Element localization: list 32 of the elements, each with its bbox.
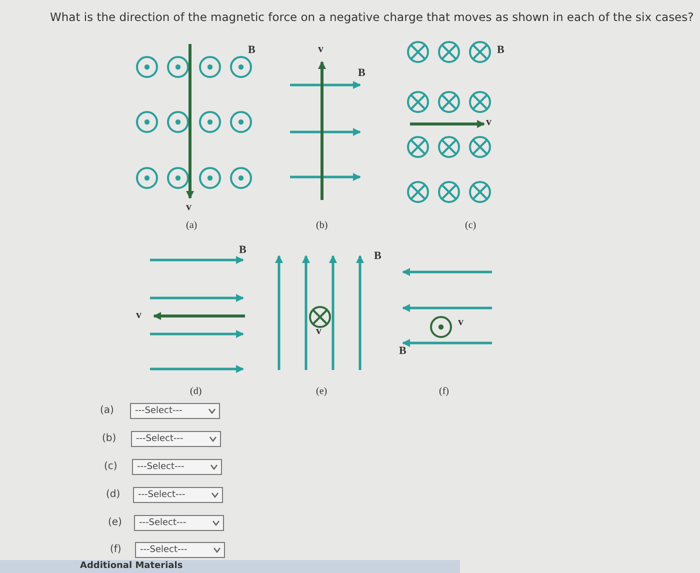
vector-label: v⃗ (136, 309, 150, 321)
case-label: (d) (190, 386, 202, 397)
vector-label: B⃗ (374, 250, 390, 262)
case-label: (a) (186, 220, 198, 231)
option-label: (a) (100, 405, 114, 416)
vector-label: B⃗ (399, 345, 415, 357)
select-dropdown: ---Select--- (132, 459, 222, 475)
vector-label: v⃗ (316, 325, 330, 337)
case-label: (e) (316, 386, 328, 397)
select-dropdown: ---Select--- (131, 431, 221, 447)
option-label: (b) (102, 433, 116, 444)
vector-label: v⃗ (458, 316, 472, 328)
select-dropdown: ---Select--- (130, 403, 220, 419)
option-label: (f) (110, 544, 122, 555)
vector-label: B⃗ (358, 67, 374, 79)
select-dropdown: ---Select--- (135, 542, 225, 558)
case-label: (f) (439, 386, 449, 397)
vector-label: B⃗ (239, 244, 255, 256)
vector-label: v⃗ (186, 201, 200, 213)
vector-label: v⃗ (486, 116, 500, 128)
case-label: (b) (316, 220, 328, 231)
vector-label: B⃗ (248, 44, 264, 56)
option-label: (e) (108, 517, 122, 528)
section-heading: Additional Materials (80, 561, 183, 571)
select-dropdown: ---Select--- (134, 515, 224, 531)
vector-label: v⃗ (318, 43, 332, 55)
option-label: (d) (106, 489, 120, 500)
option-label: (c) (104, 461, 118, 472)
vector-label: B⃗ (497, 44, 513, 56)
question-text: What is the direction of the magnetic force on a negative charge that moves as shown in each of the six cases? (50, 10, 694, 24)
select-dropdown: ---Select--- (133, 487, 223, 503)
case-label: (c) (465, 220, 476, 231)
